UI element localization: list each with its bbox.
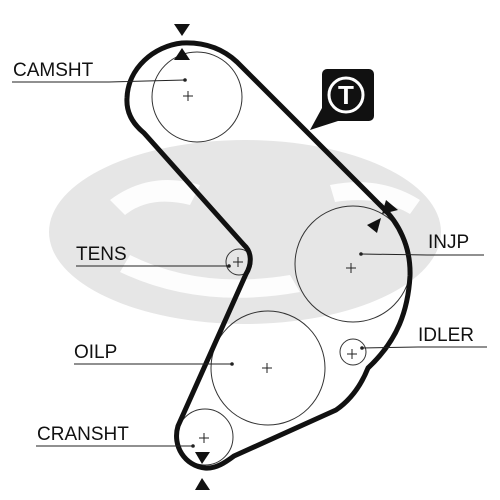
injection-pump-timing-mark: [367, 200, 398, 233]
leader-lines: [12, 78, 487, 448]
oil-pump-label: OILP: [74, 342, 117, 363]
camshaft-pulley: [151, 51, 243, 143]
center-marks: [183, 91, 357, 443]
crankshaft-timing-mark: [195, 452, 210, 490]
timing-belt: [124, 40, 413, 471]
tension-badge-icon: T: [310, 69, 374, 130]
crankshaft-label: CRANSHT: [37, 424, 129, 445]
camshaft-timing-mark: [174, 24, 190, 60]
idler-pulley: [339, 338, 367, 366]
gates-logo-watermark: [49, 140, 441, 324]
oil-pump-pulley: [210, 310, 326, 426]
injection-pump-label: INJP: [428, 232, 469, 253]
camshaft-label: CAMSHT: [13, 60, 94, 81]
idler-label: IDLER: [418, 325, 474, 346]
tension-badge-text: T: [338, 80, 354, 110]
tensioner-label: TENS: [76, 244, 127, 265]
